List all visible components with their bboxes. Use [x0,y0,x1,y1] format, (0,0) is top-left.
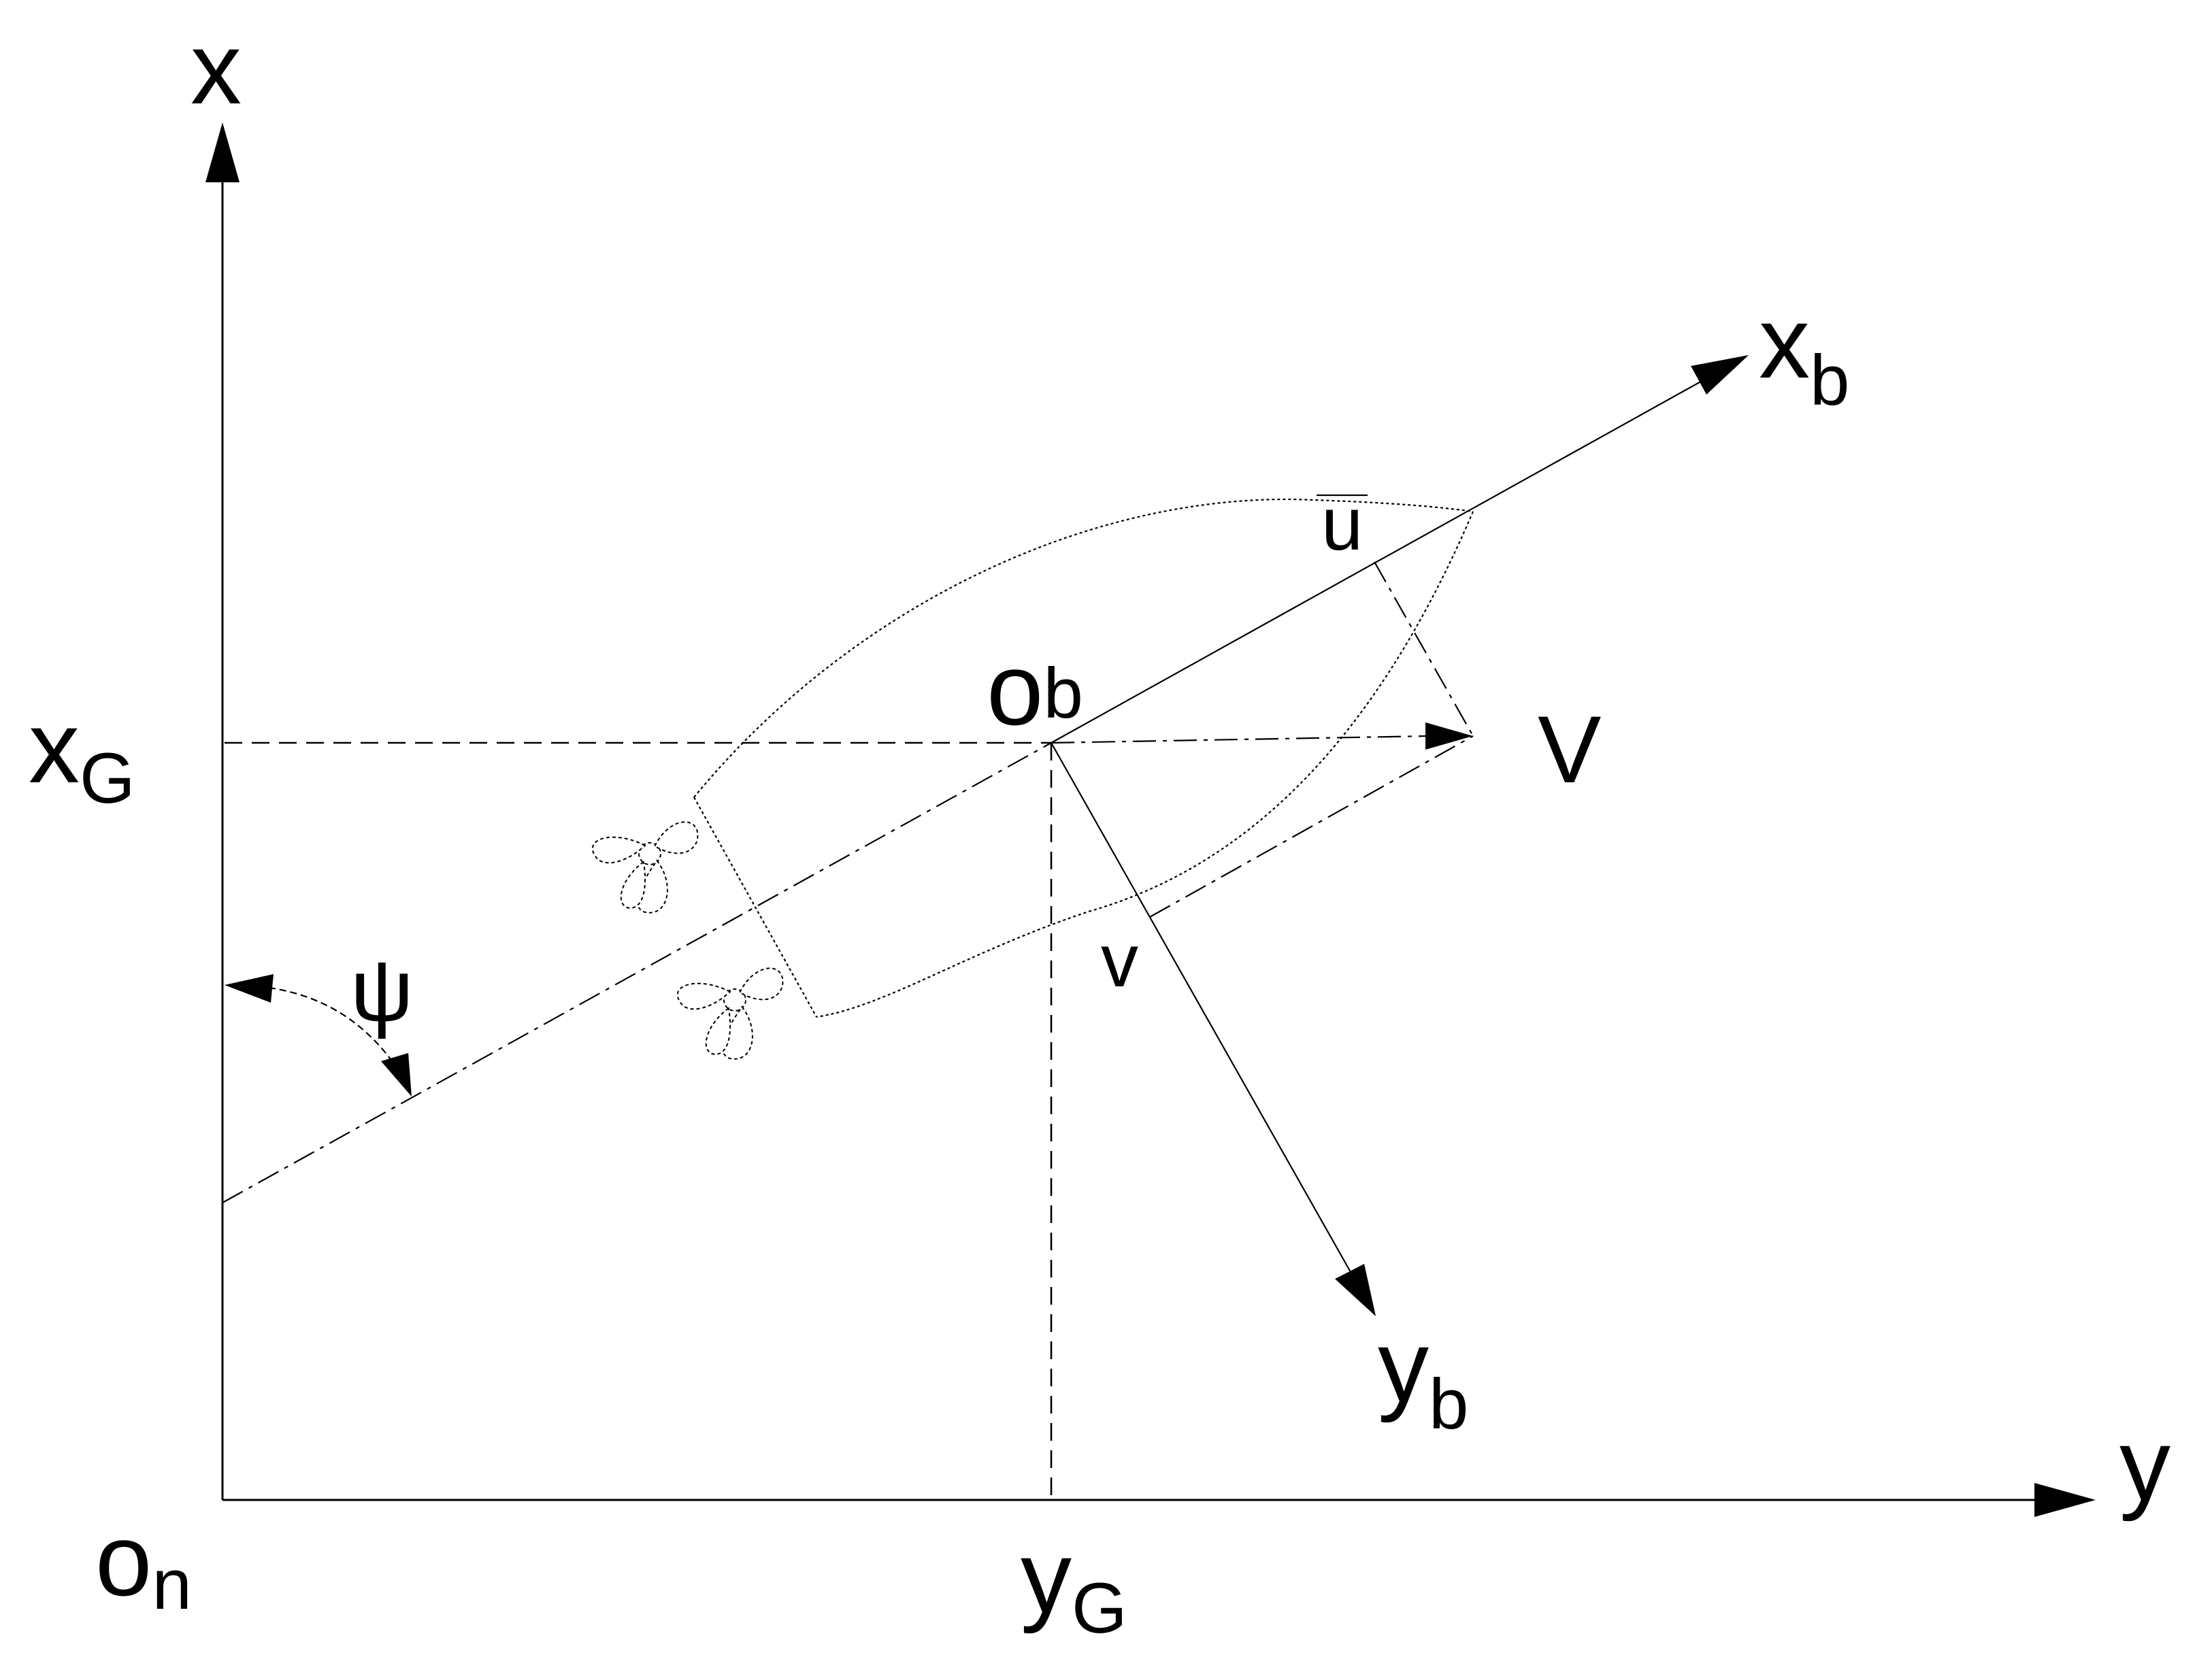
hull-port-side [693,499,1474,798]
body-frame [1051,355,1749,1316]
origin-n-sub: n [152,1545,191,1624]
yb-label: yb [1378,1309,1468,1444]
psi-angle-arc [225,974,412,1097]
V-vector-line [1051,735,1430,744]
ob-label: ob [987,632,1083,746]
xb-axis-line [1051,379,1705,744]
y-axis-arrowhead [2034,1483,2096,1517]
x-axis-arrowhead [205,122,240,182]
xb-sub: b [1810,341,1849,420]
yG-sub: G [1072,1569,1127,1648]
psi-arc-arrowhead-start [225,974,274,1003]
xb-main: x [1759,285,1810,399]
hull-starboard-side [816,511,1474,1018]
velocity-decomposition [1051,561,1474,918]
V-vector-arrowhead [1425,722,1473,750]
yG-main: y [1021,1520,1072,1634]
yb-axis-line [1051,742,1351,1273]
projection-lines [225,741,1053,1500]
earth-frame [205,122,2096,1517]
psi-label: ψ [350,940,414,1039]
yG-label: yG [1021,1520,1127,1648]
v-component-label: v [1101,919,1138,1003]
psi-arc-path [268,986,402,1075]
xG-sub: G [80,739,135,818]
u-label: u [1321,482,1363,566]
propeller-icon [676,967,784,1060]
ship-centerline [222,742,1052,1203]
u-component-guide [1374,561,1474,737]
ob-sub: b [1043,654,1083,733]
labels: x y on xG yG ob xb yb u v V ψ [29,11,2170,1648]
V-velocity-label: V [1538,696,1601,803]
hull-transom [693,797,817,1018]
ship-hull [693,499,1474,1018]
propeller-icon [591,821,699,914]
v-component-guide [1149,735,1474,918]
xG-label: xG [29,690,135,818]
origin-n-label: on [95,1503,192,1624]
xb-label: xb [1759,285,1849,420]
ob-main: o [987,632,1043,746]
psi-arc-arrowhead-end [381,1053,412,1097]
origin-n-main: o [95,1503,152,1617]
x-axis-label: x [191,11,242,125]
yb-main: y [1378,1309,1429,1423]
yb-sub: b [1429,1365,1468,1444]
y-axis-label: y [2119,1407,2170,1522]
xG-main: x [29,690,80,804]
yb-axis-arrowhead [1335,1264,1376,1316]
xb-axis-arrowhead [1691,355,1749,395]
